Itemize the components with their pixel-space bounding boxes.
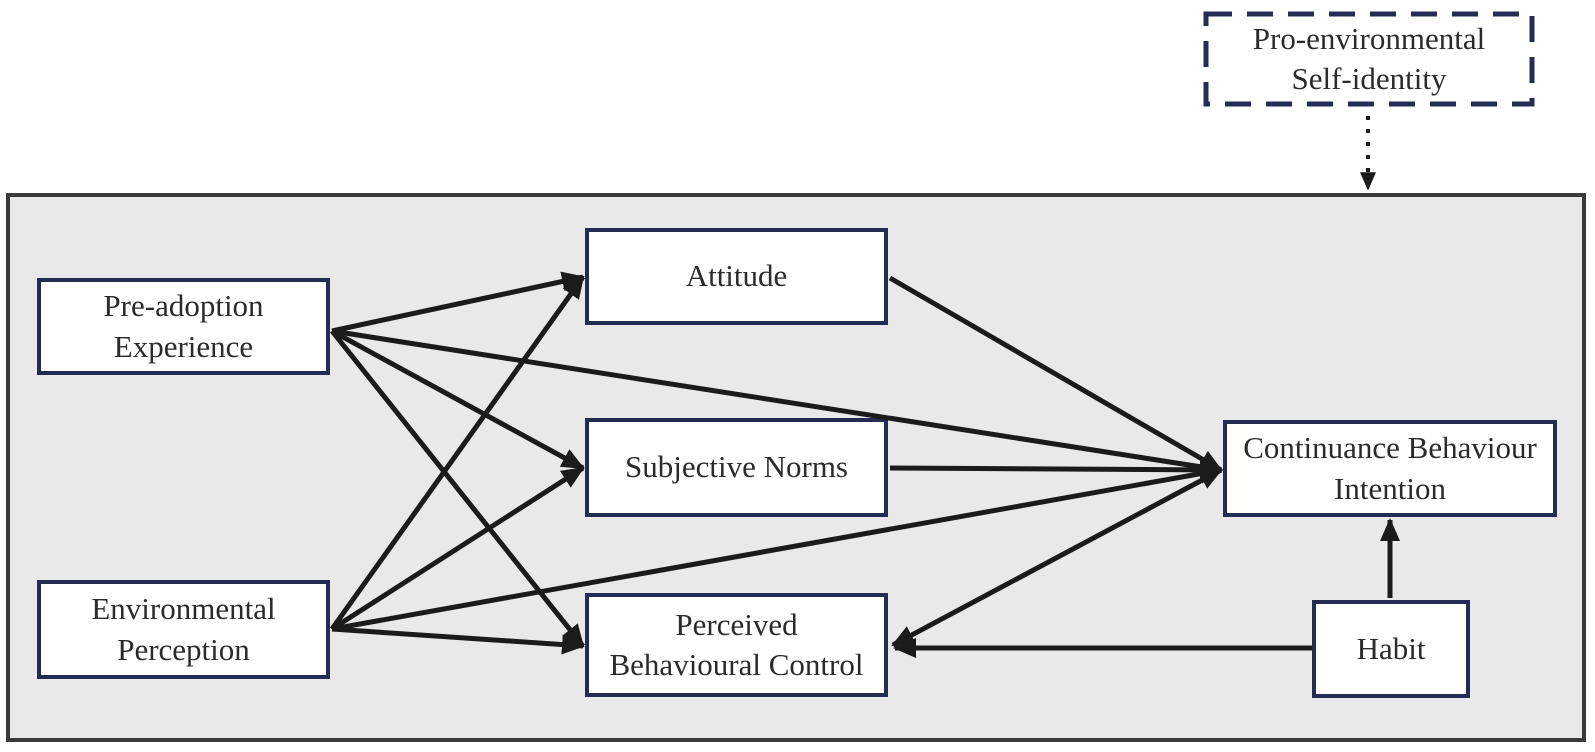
node-label: Perception	[117, 631, 250, 667]
node-label: Attitude	[685, 258, 788, 294]
node-subjective-norms: Subjective Norms	[585, 418, 888, 517]
node-label: Environmental	[91, 591, 276, 627]
node-label: Subjective Norms	[625, 449, 848, 485]
node-attitude: Attitude	[585, 228, 888, 325]
node-perceived-behavioural-control: Perceived Behavioural Control	[585, 593, 888, 697]
node-label: Pro-environmental	[1252, 20, 1486, 56]
node-label: Continuance Behaviour	[1243, 430, 1537, 466]
node-label: Self-identity	[1291, 61, 1447, 96]
node-label: Habit	[1356, 630, 1426, 666]
node-label: Behavioural Control	[609, 647, 864, 682]
node-label: Perceived	[675, 606, 798, 642]
node-pro-environmental-self-identity: Pro-environmental Self-identity	[1204, 12, 1534, 106]
node-label: Experience	[113, 328, 254, 364]
node-label: Intention	[1334, 470, 1446, 506]
node-pre-adoption-experience: Pre-adoption Experience	[37, 278, 330, 375]
node-habit: Habit	[1312, 600, 1470, 698]
node-continuance-behaviour-intention: Continuance Behaviour Intention	[1223, 420, 1557, 517]
node-environmental-perception: Environmental Perception	[37, 580, 330, 679]
node-label: Pre-adoption	[103, 288, 264, 324]
